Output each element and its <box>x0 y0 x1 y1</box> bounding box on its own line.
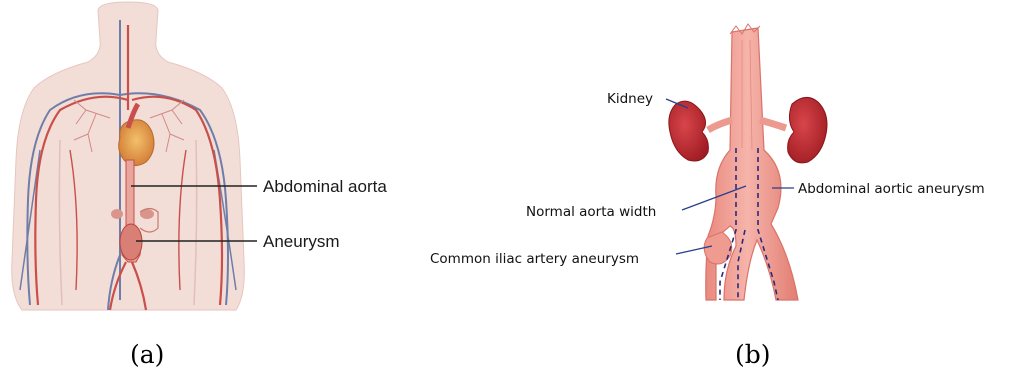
caption-b: (b) <box>735 340 771 369</box>
panel-a-illustration <box>12 2 257 310</box>
heart <box>119 120 154 166</box>
left-kidney <box>669 101 709 161</box>
caption-a: (a) <box>130 340 164 369</box>
label-common-iliac-aneurysm: Common iliac artery aneurysm <box>430 251 639 267</box>
aneurysm-bulge <box>120 224 142 260</box>
panel-b-illustration <box>666 24 827 300</box>
label-abdominal-aorta: Abdominal aorta <box>263 177 387 196</box>
label-abdominal-aortic-aneurysm: Abdominal aortic aneurysm <box>798 181 985 197</box>
label-normal-aorta-width: Normal aorta width <box>526 204 656 220</box>
label-aneurysm: Aneurysm <box>263 232 340 251</box>
right-kidney <box>788 97 827 162</box>
label-kidney: Kidney <box>607 91 653 107</box>
